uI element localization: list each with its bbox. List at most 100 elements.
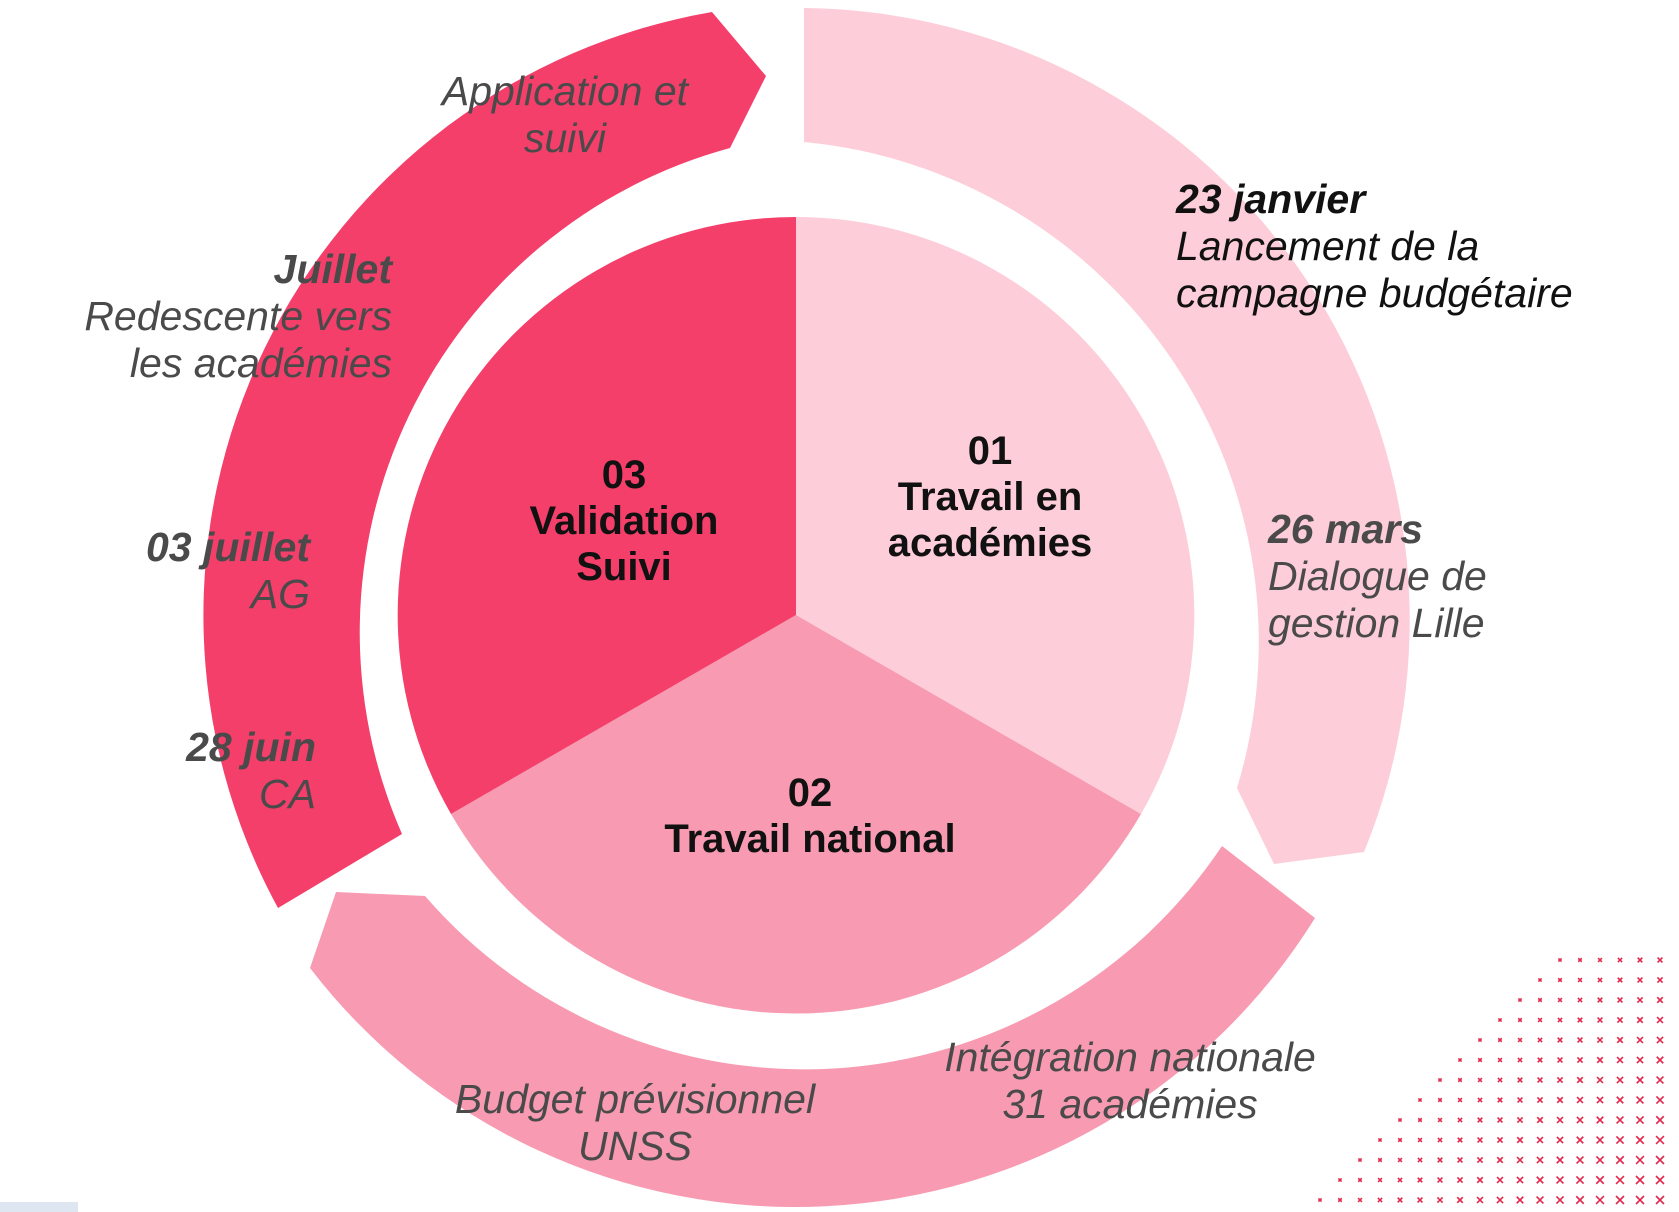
milestone-text: Redescente vers — [84, 293, 392, 339]
pattern-cross — [1595, 1155, 1605, 1165]
milestone-juillet: Juillet Redescente vers les académies — [20, 246, 392, 387]
pattern-cross — [1635, 1115, 1645, 1125]
pattern-cross — [1656, 1076, 1664, 1084]
pattern-cross — [1636, 1056, 1644, 1064]
milestone-text: 31 académies — [1002, 1081, 1258, 1127]
pattern-cross — [1556, 1156, 1564, 1164]
arc-arrow-phase-1 — [804, 8, 1410, 864]
pattern-cross — [1397, 1157, 1403, 1163]
pattern-cross — [1616, 1076, 1624, 1084]
pattern-cross — [1516, 1176, 1524, 1184]
pattern-cross — [1577, 1037, 1583, 1043]
pattern-cross — [1556, 1136, 1564, 1144]
pattern-cross — [1497, 1117, 1503, 1123]
pattern-cross — [1457, 1097, 1463, 1103]
pattern-cross — [1337, 1197, 1343, 1203]
pattern-cross — [1655, 1195, 1665, 1205]
pattern-cross — [1637, 977, 1643, 983]
pattern-cross — [1537, 1057, 1543, 1063]
pattern-cross — [1516, 1156, 1524, 1164]
pattern-cross — [1577, 957, 1583, 963]
pattern-cross — [1655, 1175, 1665, 1185]
milestone-date: 26 mars — [1268, 506, 1424, 552]
pattern-cross — [1656, 1036, 1664, 1044]
pattern-cross — [1536, 1196, 1544, 1204]
milestone-application: Application et suivi — [400, 68, 730, 162]
milestone-date: Juillet — [273, 246, 392, 292]
pattern-cross — [1357, 1197, 1363, 1203]
pattern-cross — [1617, 977, 1623, 983]
milestone-26-mars: 26 mars Dialogue de gestion Lille — [1268, 506, 1598, 647]
pattern-cross — [1536, 1116, 1544, 1124]
pattern-cross — [1575, 1175, 1585, 1185]
pattern-cross — [1556, 1116, 1564, 1124]
pattern-cross — [1496, 1156, 1504, 1164]
pattern-cross — [1617, 997, 1623, 1003]
segment-title-line: Validation — [529, 499, 719, 543]
pattern-cross — [1656, 1056, 1664, 1064]
pattern-cross — [1636, 1036, 1644, 1044]
pattern-cross — [1576, 1076, 1584, 1084]
pattern-cross — [1577, 977, 1583, 983]
pattern-cross — [1476, 1176, 1484, 1184]
pattern-cross — [1437, 1177, 1443, 1183]
pattern-cross — [1615, 1195, 1625, 1205]
pattern-cross — [1556, 1176, 1564, 1184]
pattern-cross — [1576, 1116, 1584, 1124]
pattern-cross — [1457, 1077, 1463, 1083]
pattern-cross — [1477, 1117, 1483, 1123]
pattern-cross — [1537, 1037, 1543, 1043]
pattern-cross — [1655, 1115, 1665, 1125]
pie-segment-phase-3 — [397, 216, 796, 814]
pattern-cross — [1517, 997, 1523, 1003]
pattern-cross — [1576, 1136, 1584, 1144]
pattern-cross — [1457, 1157, 1463, 1163]
milestone-integration: Intégration nationale 31 académies — [890, 1034, 1370, 1128]
pattern-cross — [1635, 1195, 1645, 1205]
segment-number: 03 — [601, 453, 647, 497]
pattern-cross — [1477, 1097, 1483, 1103]
pattern-cross — [1477, 1057, 1483, 1063]
pattern-cross — [1576, 1156, 1584, 1164]
pattern-cross — [1557, 1057, 1563, 1063]
segment-label-phase-1: 01 Travail en académies — [840, 428, 1140, 566]
pattern-cross — [1596, 1036, 1604, 1044]
pattern-cross — [1636, 1076, 1644, 1084]
pattern-cross — [1537, 977, 1543, 983]
pattern-cross — [1597, 977, 1603, 983]
milestone-text: UNSS — [578, 1123, 692, 1169]
pattern-cross — [1497, 1097, 1503, 1103]
milestone-date: 23 janvier — [1176, 176, 1366, 222]
milestone-date: 03 juillet — [145, 524, 310, 570]
pattern-cross — [1616, 1116, 1624, 1124]
pattern-cross — [1516, 1116, 1524, 1124]
pattern-cross — [1556, 1096, 1564, 1104]
pattern-cross — [1557, 997, 1563, 1003]
milestone-text: Budget prévisionnel — [454, 1076, 816, 1122]
pattern-cross — [1377, 1157, 1383, 1163]
pattern-cross — [1357, 1177, 1363, 1183]
pattern-cross — [1635, 1135, 1645, 1145]
segment-title-line: Travail en — [897, 475, 1083, 519]
milestone-text: Lancement de la — [1176, 223, 1480, 269]
pattern-cross — [1636, 1016, 1644, 1024]
segment-label-phase-3: 03 Validation Suivi — [484, 452, 764, 590]
pattern-cross — [1596, 1096, 1604, 1104]
segment-title-line: Suivi — [576, 545, 672, 589]
pattern-cross — [1497, 1057, 1503, 1063]
pattern-cross — [1456, 1196, 1464, 1204]
milestone-28-juin: 28 juin CA — [120, 724, 316, 818]
pattern-cross — [1595, 1175, 1605, 1185]
pattern-cross — [1477, 1077, 1483, 1083]
pattern-cross — [1656, 976, 1664, 984]
pattern-cross — [1417, 1097, 1423, 1103]
pattern-cross — [1557, 1037, 1563, 1043]
pattern-cross — [1657, 957, 1663, 963]
pattern-cross — [1516, 1136, 1524, 1144]
arc-arrow-phase-2 — [310, 846, 1315, 1207]
pattern-cross — [1575, 1195, 1585, 1205]
pattern-cross — [1417, 1157, 1423, 1163]
pattern-cross — [1615, 1135, 1625, 1145]
pattern-cross — [1357, 1157, 1363, 1163]
